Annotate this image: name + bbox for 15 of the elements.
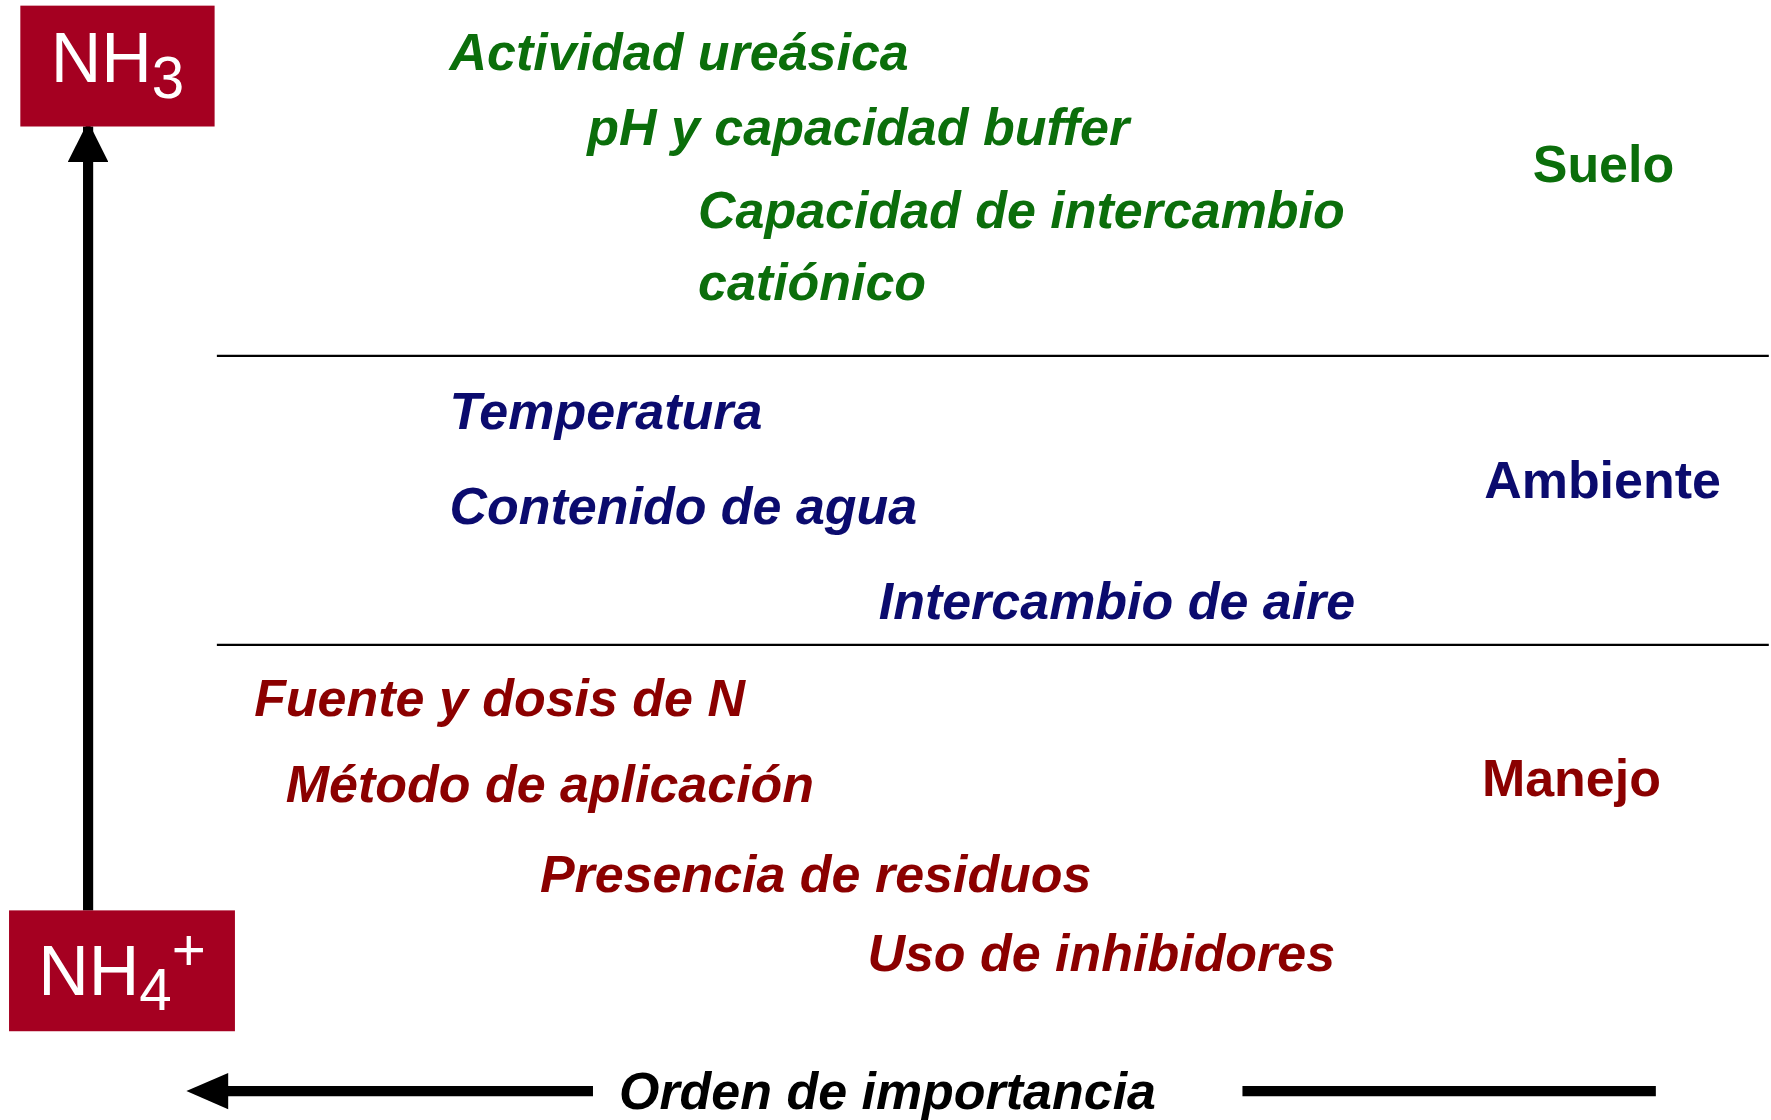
factor-label: pH y capacidad buffer bbox=[587, 96, 1130, 158]
group-heading: Ambiente bbox=[1484, 449, 1721, 512]
factor-label: Presencia de residuos bbox=[539, 843, 1092, 906]
formula-box: NH$_{3}$ bbox=[20, 5, 215, 127]
factor-label: Fuente y dosis de N bbox=[254, 667, 745, 730]
factor-label: Capacidad de intercambio catiónico bbox=[698, 179, 1346, 314]
factor-label: Contenido de agua bbox=[449, 475, 918, 538]
group-heading: Suelo bbox=[1532, 133, 1675, 196]
factor-label: Temperatura bbox=[449, 380, 763, 443]
factor-label: Intercambio de aire bbox=[878, 570, 1356, 633]
factor-label: Actividad ureásica bbox=[449, 21, 909, 84]
axis-label: Orden de importancia bbox=[618, 1060, 1156, 1120]
group-heading: Manejo bbox=[1481, 747, 1661, 810]
factor-label: Uso de inhibidores bbox=[867, 922, 1336, 985]
factor-label: Método de aplicación bbox=[285, 753, 815, 816]
